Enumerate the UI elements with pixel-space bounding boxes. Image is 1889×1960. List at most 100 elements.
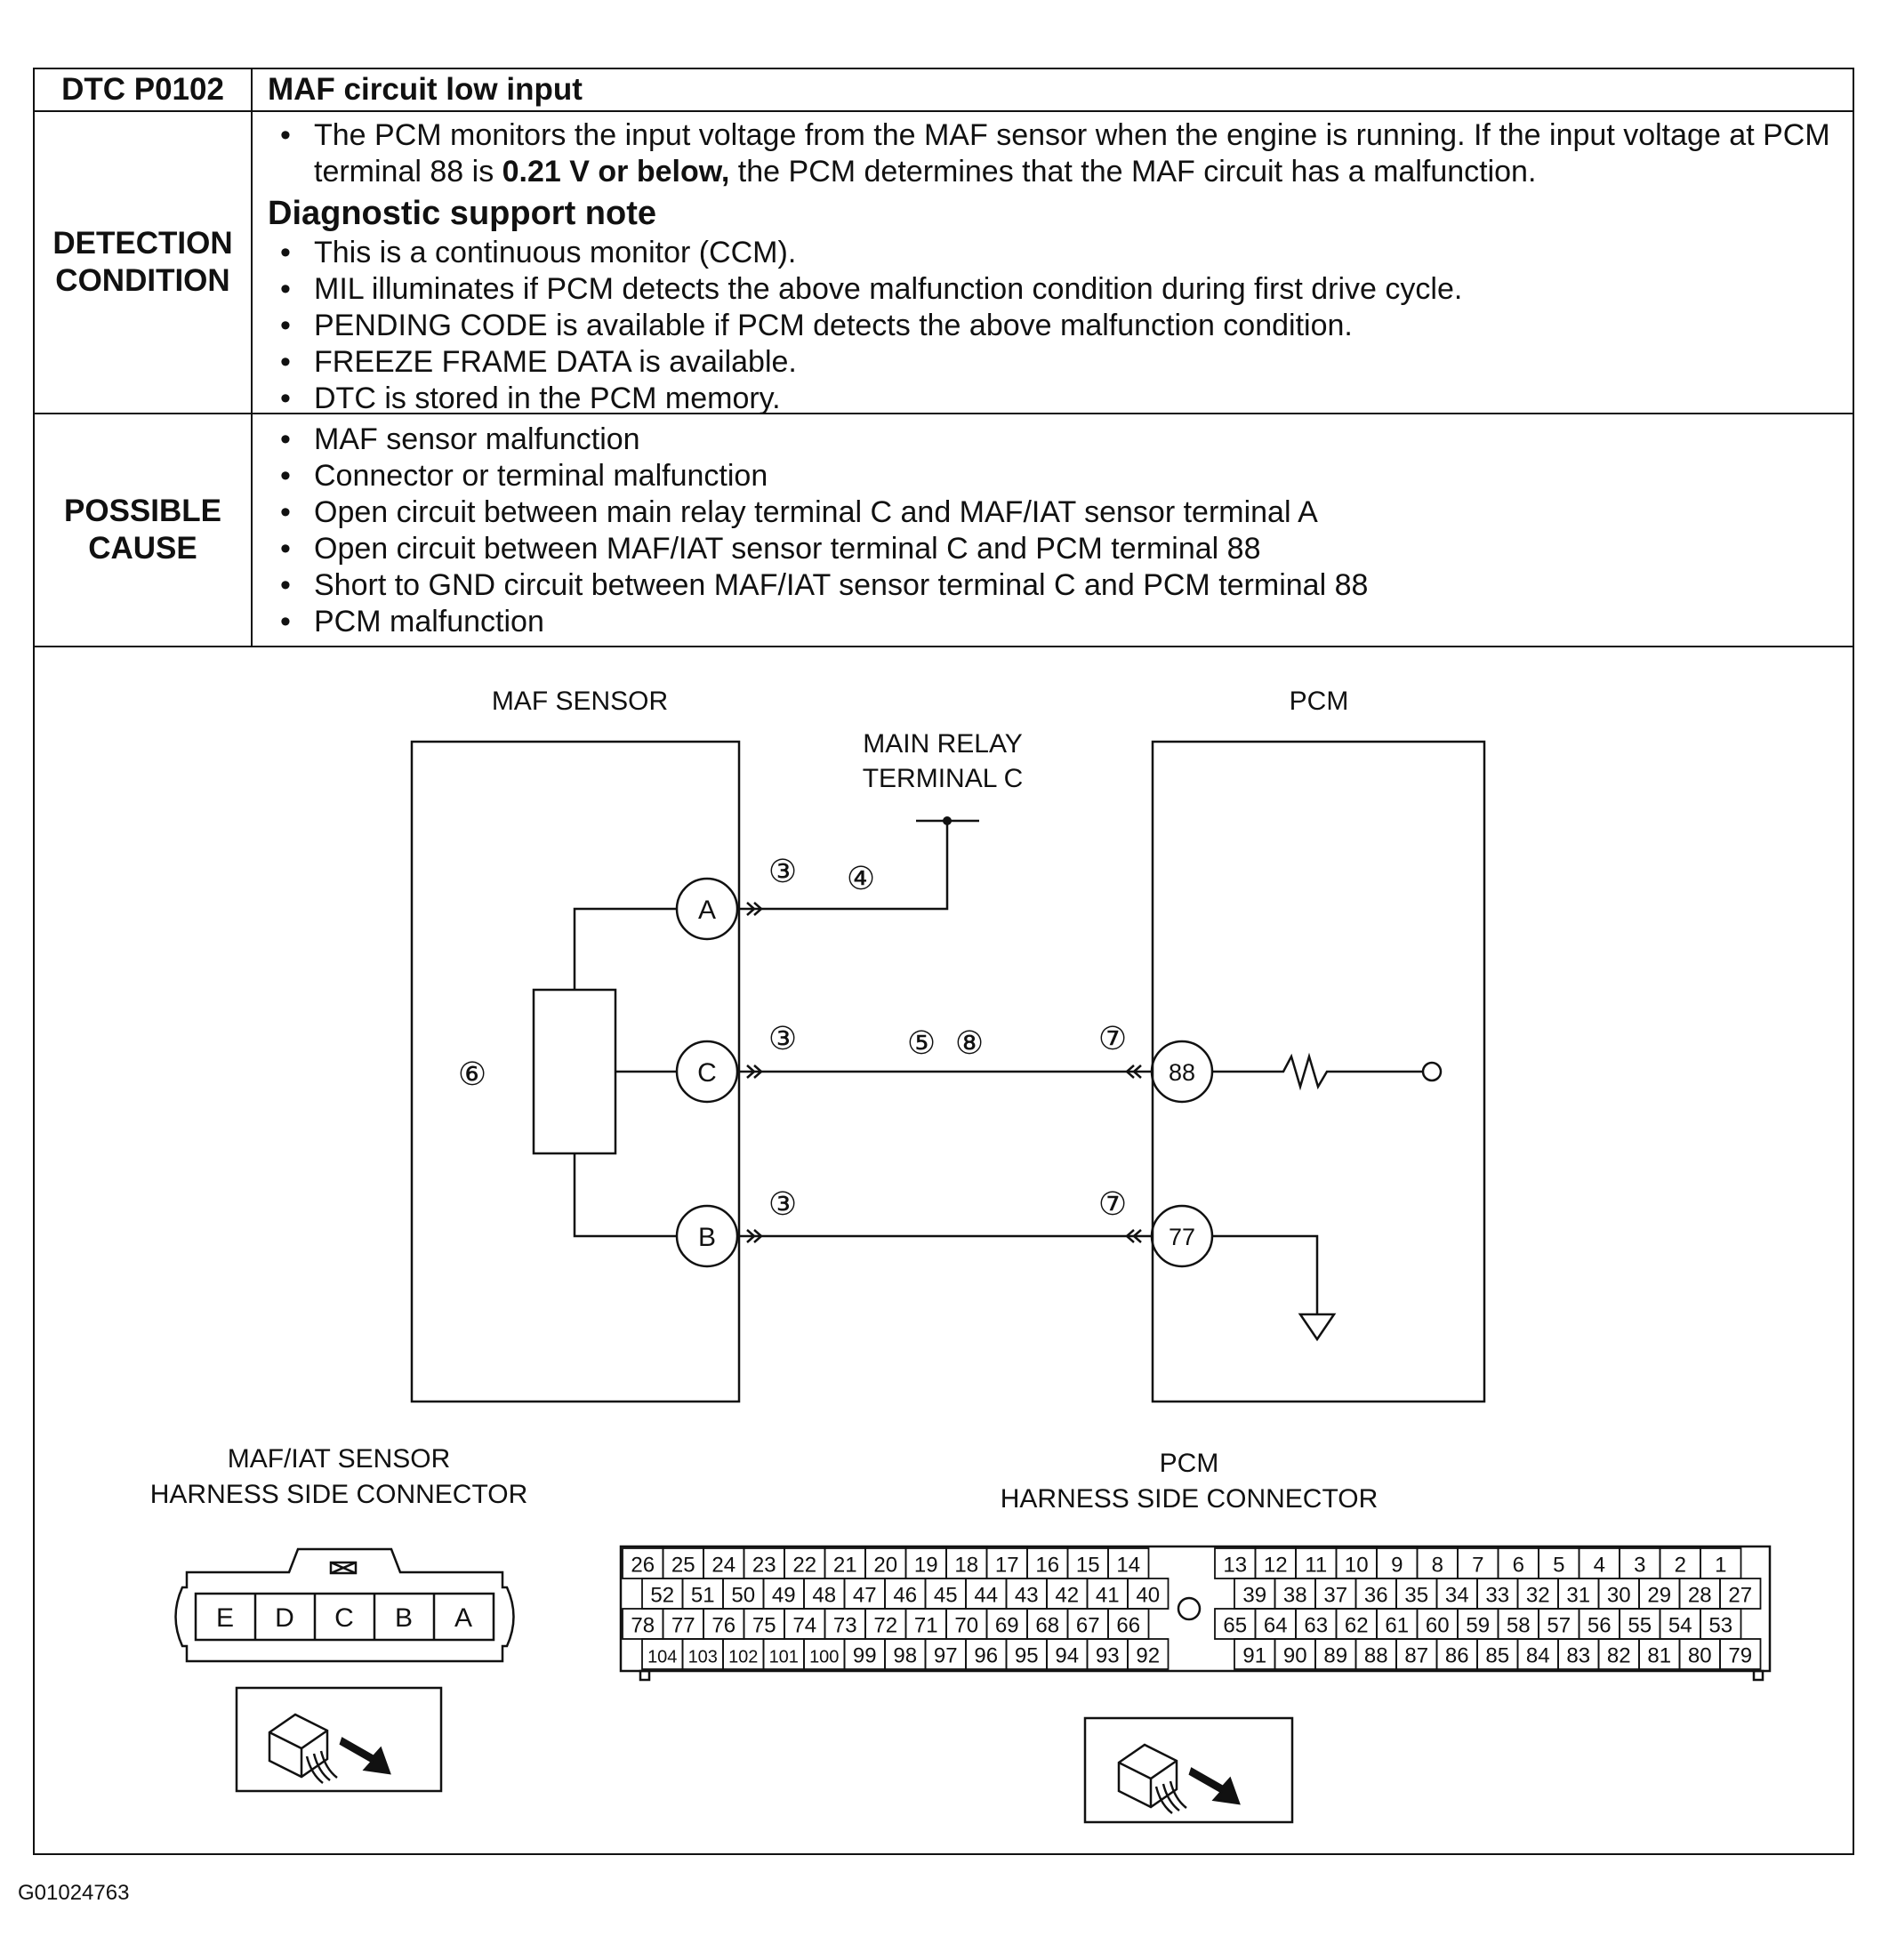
- pcm-pin-number: 51: [691, 1584, 715, 1608]
- pcm-pin-number: 45: [934, 1584, 958, 1608]
- pcm-pin-number: 8: [1432, 1554, 1443, 1578]
- pcm-pin-number: 17: [995, 1554, 1019, 1578]
- step-marker-c-2: ⑤: [907, 1024, 936, 1061]
- pcm-pin-number: 79: [1728, 1644, 1752, 1668]
- pcm-pin-number: 72: [873, 1614, 897, 1638]
- pcm-pin-number: 50: [731, 1584, 755, 1608]
- pcm-pin-number: 84: [1526, 1644, 1550, 1668]
- pcm-pin-number: 33: [1485, 1584, 1509, 1608]
- pcm-connector-title-1: PCM: [1160, 1449, 1219, 1478]
- connector-mark-77: [1125, 1229, 1142, 1243]
- pcm-pin-number: 103: [688, 1648, 718, 1667]
- step-marker-c-pcm: ⑦: [1098, 1020, 1127, 1056]
- pcm-pin-number: 41: [1096, 1584, 1120, 1608]
- connector-mark-a: [746, 902, 763, 916]
- pcm-pin-number: 11: [1305, 1554, 1327, 1578]
- pcm-pin-number: 64: [1264, 1614, 1288, 1638]
- pcm-pin-number: 57: [1547, 1614, 1571, 1638]
- step-marker-b-pcm: ⑦: [1098, 1185, 1127, 1222]
- pcm-pin-number: 30: [1607, 1584, 1631, 1608]
- terminal-77-label: 77: [1169, 1224, 1195, 1250]
- step-marker-sensor: ⑥: [458, 1056, 486, 1092]
- pcm-pin-number: 91: [1242, 1644, 1266, 1668]
- step-marker-c-3: ⑧: [955, 1024, 984, 1061]
- wire-internal-a: [573, 907, 678, 990]
- pcm-pin-number: 18: [954, 1554, 978, 1578]
- figure-id: G01024763: [18, 1881, 130, 1905]
- detection-intro: The PCM monitors the input voltage from …: [268, 117, 1835, 190]
- diagnostic-note-item: PENDING CODE is available if PCM detects…: [268, 308, 1835, 344]
- pcm-pin-number: 99: [853, 1644, 877, 1668]
- wire-internal-b: [573, 1153, 678, 1238]
- pcm-pin-number: 43: [1015, 1584, 1039, 1608]
- pcm-pin-number: 89: [1323, 1644, 1347, 1668]
- pcm-pin-number: 14: [1116, 1554, 1140, 1578]
- pcm-pin-number: 81: [1647, 1644, 1671, 1668]
- pcm-pin-number: 27: [1728, 1584, 1752, 1608]
- pcm-pin-number: 66: [1116, 1614, 1140, 1638]
- pcm-pin-number: 100: [809, 1648, 839, 1667]
- pcm-pin-number: 97: [934, 1644, 958, 1668]
- pcm-pin-number: 2: [1675, 1554, 1686, 1578]
- dtc-code: DTC P0102: [35, 69, 253, 110]
- pcm-pin-number: 90: [1283, 1644, 1307, 1668]
- pcm-pin-number: 104: [647, 1648, 677, 1667]
- pcm-pin-number: 95: [1015, 1644, 1039, 1668]
- maf-pin-c: C: [334, 1603, 354, 1633]
- diagnostic-note-item: This is a continuous monitor (CCM).: [268, 235, 1835, 271]
- connector-mark-88: [1125, 1064, 1142, 1079]
- dtc-title: MAF circuit low input: [268, 72, 583, 107]
- pcm-pin-number: 83: [1566, 1644, 1590, 1668]
- step-marker-c-1: ③: [768, 1020, 797, 1056]
- terminal-c-label: C: [697, 1058, 717, 1088]
- pcm-pin-number: 88: [1364, 1644, 1388, 1668]
- pcm-pin-number: 55: [1628, 1614, 1652, 1638]
- pcm-pin-number: 24: [711, 1554, 736, 1578]
- pcm-connector-title-2: HARNESS SIDE CONNECTOR: [1001, 1484, 1379, 1514]
- pcm-pin-number: 36: [1364, 1584, 1388, 1608]
- pcm-pin-number: 15: [1076, 1554, 1100, 1578]
- pcm-pin-number: 102: [728, 1648, 758, 1667]
- maf-sensing-element: [532, 988, 617, 1155]
- pcm-pin-number: 87: [1404, 1644, 1428, 1668]
- possible-cause-list: MAF sensor malfunctionConnector or termi…: [268, 422, 1835, 640]
- pcm-pin-number: 7: [1472, 1554, 1483, 1578]
- pcm-pin-number: 70: [954, 1614, 978, 1638]
- wire-a-to-relay: [737, 821, 949, 911]
- pcm-pin-number: 53: [1708, 1614, 1732, 1638]
- pcm-pin-number: 78: [631, 1614, 655, 1638]
- maf-pin-a: A: [454, 1603, 472, 1633]
- pcm-pin-number: 23: [752, 1554, 776, 1578]
- pcm-pin-number: 44: [974, 1584, 998, 1608]
- pcm-pin-number: 58: [1507, 1614, 1531, 1638]
- pcm-pin-number: 32: [1526, 1584, 1550, 1608]
- possible-cause-item: Open circuit between MAF/IAT sensor term…: [268, 531, 1835, 567]
- pcm-pin-number: 5: [1553, 1554, 1564, 1578]
- pcm-pin-number: 67: [1076, 1614, 1100, 1638]
- ground-icon: [1298, 1313, 1337, 1342]
- pcm-pin-number: 35: [1404, 1584, 1428, 1608]
- pcm-pin-number: 37: [1323, 1584, 1347, 1608]
- pcm-pin-number: 31: [1566, 1584, 1590, 1608]
- pcm-connector-face: [619, 1545, 1772, 1682]
- terminal-a-label: A: [698, 896, 716, 925]
- diagnostic-note-item: DTC is stored in the PCM memory.: [268, 381, 1835, 417]
- pcm-pin-number: 10: [1345, 1554, 1369, 1578]
- dtc-table: DTC P0102 MAF circuit low input DETECTIO…: [33, 68, 1854, 1855]
- step-marker-b-1: ③: [768, 1185, 797, 1222]
- pcm-pin-number: 39: [1242, 1584, 1266, 1608]
- diagnostic-note-item: FREEZE FRAME DATA is available.: [268, 344, 1835, 381]
- possible-cause-item: Short to GND circuit between MAF/IAT sen…: [268, 567, 1835, 604]
- connector-mark-c: [746, 1064, 763, 1079]
- maf-harness-view-icon: [235, 1686, 443, 1793]
- diagnostic-notes: This is a continuous monitor (CCM).MIL i…: [268, 235, 1835, 417]
- pcm-pin-number: 93: [1096, 1644, 1120, 1668]
- maf-connector-face: [174, 1547, 515, 1663]
- diagnostic-note-item: MIL illuminates if PCM detects the above…: [268, 271, 1835, 308]
- pcm-box: [1151, 740, 1486, 1403]
- possible-cause-item: MAF sensor malfunction: [268, 422, 1835, 458]
- maf-sensor-label: MAF SENSOR: [492, 687, 668, 716]
- pcm-pin-number: 22: [792, 1554, 816, 1578]
